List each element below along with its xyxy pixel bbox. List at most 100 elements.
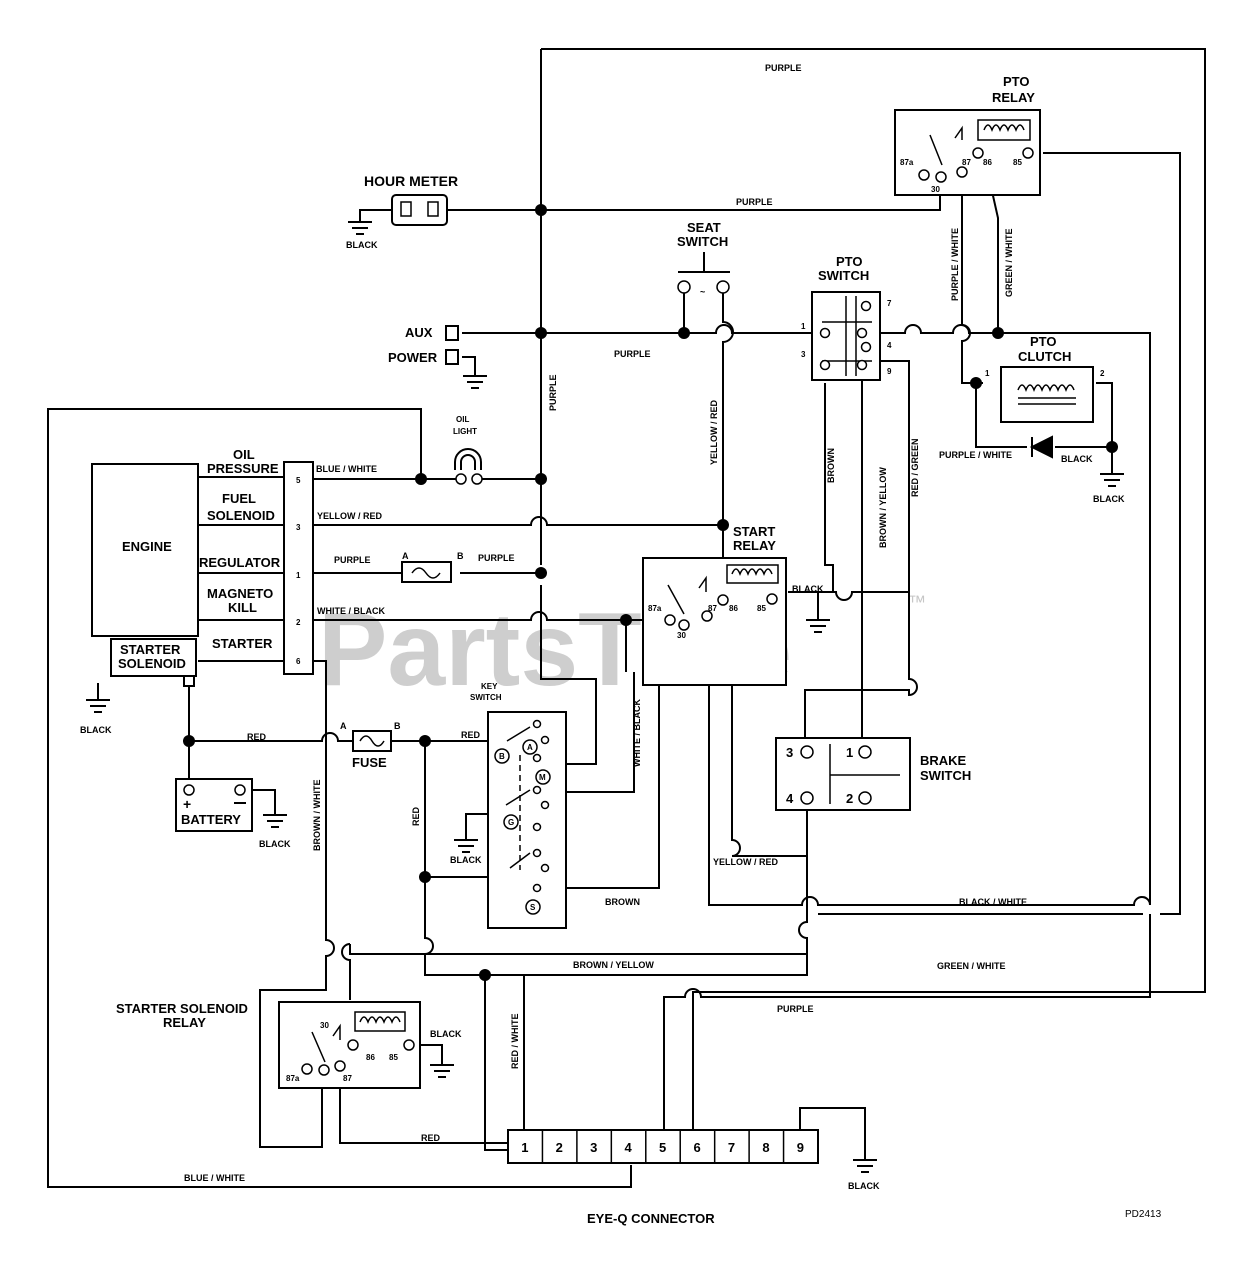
pto-switch-pin: 3 — [801, 350, 806, 359]
relay-pin: 85 — [757, 604, 766, 613]
wire-label: YELLOW / RED — [713, 857, 779, 867]
relay-pin: 87a — [900, 158, 914, 167]
junction-dot — [183, 735, 195, 747]
eye-q-label: EYE-Q CONNECTOR — [587, 1211, 715, 1226]
wire-label: BLACK — [1093, 494, 1125, 504]
pto-switch: 7 1 4 3 9 PTO SWITCH — [801, 254, 892, 381]
junction-dot — [1106, 441, 1118, 453]
relay-coil-icon — [726, 564, 779, 584]
aux-power: AUX POWER — [388, 325, 459, 365]
engine-lead-label: MAGNETO — [207, 586, 273, 601]
ground-icon — [1100, 460, 1124, 487]
starter-solenoid-label: STARTER — [120, 642, 181, 657]
brake-switch-label: SWITCH — [920, 768, 971, 783]
start-relay-label: START — [733, 524, 775, 539]
relay-pin: 86 — [983, 158, 992, 167]
pto-relay-label: RELAY — [992, 90, 1035, 105]
battery: + BATTERY BLACK — [175, 778, 291, 849]
brake-switch-label: BRAKE — [920, 753, 967, 768]
ssr-label: RELAY — [163, 1015, 206, 1030]
wire-label: BLACK — [792, 584, 824, 594]
eye-q-pin: 6 — [693, 1140, 700, 1155]
pto-relay-body — [894, 109, 1041, 196]
junction-dot — [479, 969, 491, 981]
engine-pin: 2 — [296, 618, 301, 627]
wire-label: BLACK — [1061, 454, 1093, 464]
junction-dot — [992, 327, 1004, 339]
wire-label: BROWN — [605, 897, 640, 907]
pto-relay: 87a 30 87 86 85 PTO RELAY — [894, 74, 1041, 196]
relay-pin: 87 — [343, 1074, 352, 1083]
starter-solenoid-terminal — [183, 675, 195, 687]
hour-meter-terminal — [427, 201, 439, 217]
engine-label: ENGINE — [122, 539, 172, 554]
clutch-coil-icon — [1017, 384, 1076, 405]
ground-icon — [853, 1159, 877, 1173]
pto-switch-pin: 9 — [887, 367, 892, 376]
relay-pin: 87a — [648, 604, 662, 613]
relay-pin: 30 — [677, 631, 686, 640]
ground-icon — [348, 209, 392, 235]
key-position: M — [539, 773, 546, 782]
wire-label: BROWN — [826, 448, 836, 483]
junction-dot — [717, 519, 729, 531]
eye-q-pin: 3 — [590, 1140, 597, 1155]
fuse-icon — [359, 735, 385, 747]
engine-connector: 5 3 1 2 6 OIL PRESSURE FUEL SOLENOID REG… — [199, 447, 314, 675]
oil-light-label: OIL — [456, 415, 469, 424]
oil-light-icon — [454, 448, 482, 470]
wire-label: RED — [247, 732, 267, 742]
ground-symbols — [86, 209, 1124, 1173]
wire-label: BLACK — [848, 1181, 880, 1191]
seat-switch-label: SEAT — [687, 220, 721, 235]
eye-q-pin: 5 — [659, 1140, 666, 1155]
engine-lead-label: OIL — [233, 447, 255, 462]
svg-text:2: 2 — [1100, 369, 1105, 378]
relay-pin: 87a — [286, 1074, 300, 1083]
ssr-label: STARTER SOLENOID — [116, 1001, 248, 1016]
hour-meter: HOUR METER BLACK — [346, 173, 458, 250]
fuse-terminal-label: A — [402, 551, 409, 561]
key-position: A — [527, 743, 533, 752]
relay-pin: 85 — [1013, 158, 1022, 167]
junction-dot — [678, 327, 690, 339]
aux-terminal — [445, 325, 459, 341]
starter-solenoid-label: SOLENOID — [118, 656, 186, 671]
key-position: S — [530, 903, 536, 912]
wire-label: PURPLE — [614, 349, 651, 359]
seat-switch-terminal — [677, 280, 691, 294]
wire-label: RED — [421, 1133, 441, 1143]
wire-label: YELLOW / RED — [317, 511, 383, 521]
wire-label: WHITE / BLACK — [632, 699, 642, 767]
wire-label: BLACK — [259, 839, 291, 849]
relay-coil-icon — [977, 119, 1031, 141]
eye-q-body — [507, 1129, 819, 1164]
svg-text:~: ~ — [700, 287, 705, 297]
engine-lead-label: FUEL — [222, 491, 256, 506]
start-relay: 87a 30 87 86 85 START RELAY — [642, 524, 787, 686]
junction-dot — [970, 377, 982, 389]
engine-lead-label: KILL — [228, 600, 257, 615]
eye-q-pin: 2 — [556, 1140, 563, 1155]
wire-label: PURPLE — [478, 553, 515, 563]
relay-pin: 87 — [708, 604, 717, 613]
wire-label: RED / GREEN — [910, 438, 920, 497]
relay-pin: 86 — [729, 604, 738, 613]
regulator-fuse: A B — [401, 551, 464, 583]
fuse-terminal-label: A — [340, 721, 347, 731]
brake-switch-pin: 2 — [846, 791, 853, 806]
wire-label: WHITE / BLACK — [317, 606, 385, 616]
brake-switch-pin: 1 — [846, 745, 853, 760]
junction-dot — [620, 614, 632, 626]
fuse-body — [401, 561, 452, 583]
eye-q-pin: 7 — [728, 1140, 735, 1155]
key-switch-label: KEY — [481, 682, 498, 691]
wire-label: YELLOW / RED — [709, 400, 719, 466]
wire-label: GREEN / WHITE — [1004, 228, 1014, 297]
brake-switch: 3 1 4 2 BRAKE SWITCH — [775, 737, 971, 811]
eye-q-pin: 9 — [797, 1140, 804, 1155]
ground-icon — [86, 699, 110, 713]
ground-icon — [462, 356, 487, 389]
seat-switch-terminal — [716, 280, 730, 294]
